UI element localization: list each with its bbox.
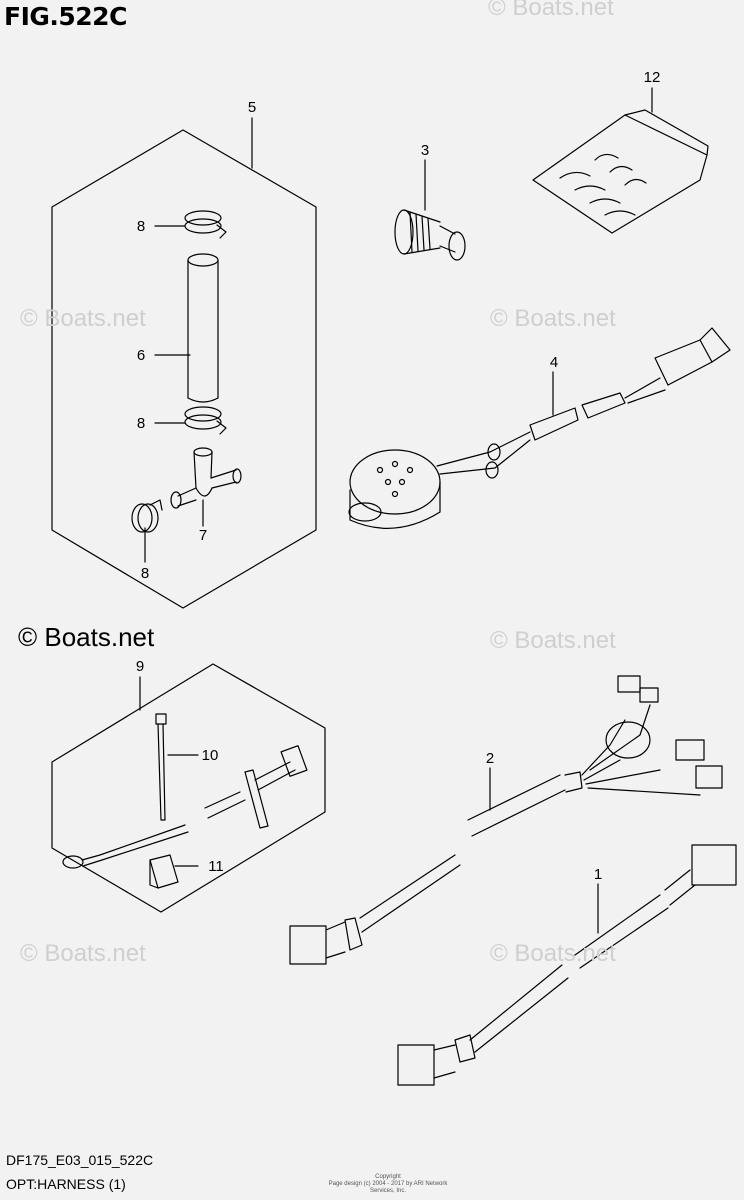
diagram-code: DF175_E03_015_522C	[6, 1152, 154, 1168]
watermark: © Boats.net	[20, 940, 146, 967]
callout-9: 9	[136, 658, 144, 675]
kit-5-outline	[51, 129, 317, 609]
copyright-line: Page design (c) 2004 - 2017 by ARI Netwo…	[328, 1181, 448, 1194]
harness-1	[397, 844, 737, 1086]
hose-6	[187, 253, 219, 403]
callout-8a: 8	[137, 218, 145, 235]
callout-12: 12	[644, 69, 661, 86]
diagram-subtitle: OPT:HARNESS (1)	[6, 1176, 126, 1192]
harness-2	[289, 675, 723, 965]
copyright-notice: Copyright Page design (c) 2004 - 2017 by…	[323, 1174, 453, 1195]
watermark: © Boats.net	[490, 305, 616, 332]
brand-watermark: © Boats.net	[18, 622, 155, 652]
fitting-3	[394, 209, 466, 261]
fuse-11	[149, 854, 179, 889]
copyright-line: Copyright	[375, 1174, 401, 1180]
callout-8c: 8	[141, 565, 149, 582]
callout-8b: 8	[137, 415, 145, 432]
callout-4: 4	[550, 354, 558, 371]
buzzer-4	[348, 327, 731, 529]
clamp-8-upper	[184, 210, 227, 239]
figure-title: FIG.522C	[4, 2, 127, 31]
kit-9-outline	[51, 663, 326, 913]
watermark: © Boats.net	[490, 940, 616, 967]
cable-tie-10	[155, 713, 167, 821]
watermark: © Boats.net	[490, 627, 616, 654]
callout-10: 10	[202, 747, 219, 764]
clamp-8-middle	[184, 406, 227, 435]
ground-wire-9	[62, 745, 308, 869]
clamp-8-lower	[131, 499, 163, 533]
watermark: © Boats.net	[20, 305, 146, 332]
callout-7: 7	[199, 527, 207, 544]
bag-12	[532, 109, 709, 234]
callout-5: 5	[248, 99, 256, 116]
callout-3: 3	[421, 142, 429, 159]
tee-joint-7	[170, 447, 242, 509]
watermark: © Boats.net	[488, 0, 614, 21]
callout-2: 2	[486, 750, 494, 767]
callout-1: 1	[594, 866, 602, 883]
callout-11: 11	[208, 858, 224, 875]
callout-6: 6	[137, 347, 145, 364]
